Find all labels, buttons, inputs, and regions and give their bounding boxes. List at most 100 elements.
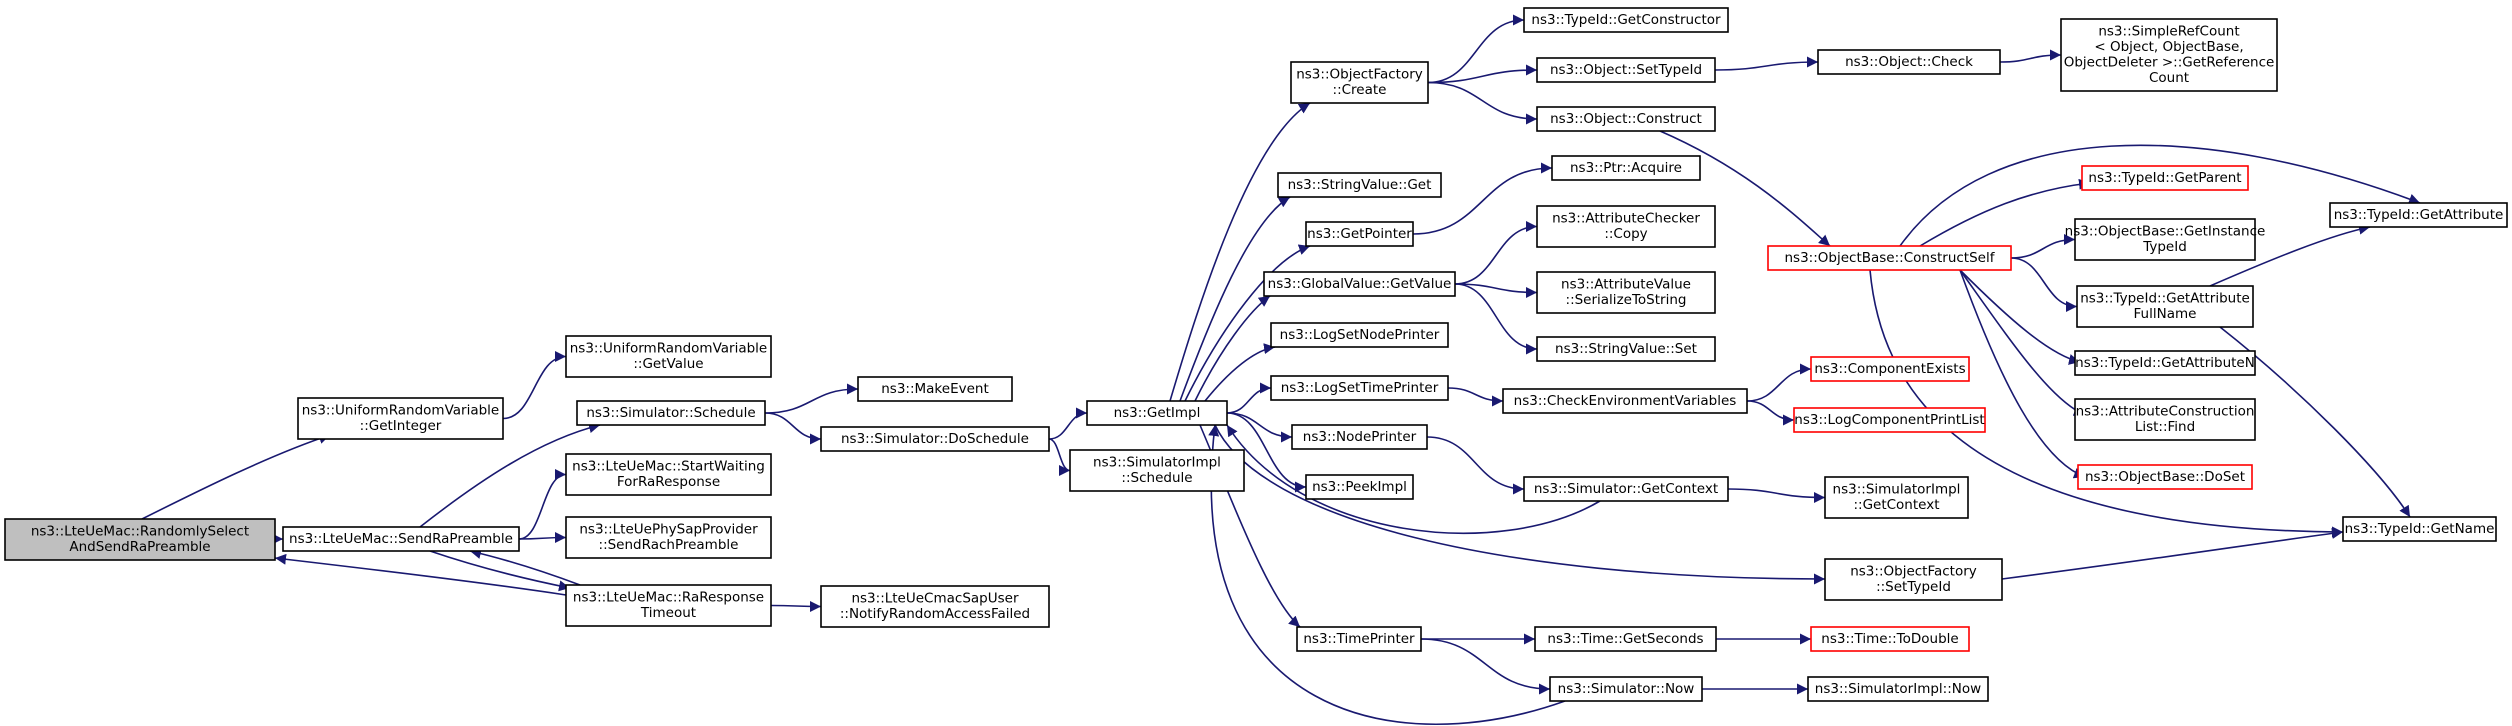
edge-objbase_constructself-to-typeid_getname [1869, 269, 2344, 538]
node-label: ns3::TypeId::GetAttribute [2080, 291, 2250, 307]
edge-ra_response_timeout-to-send_ra_preamble [469, 548, 581, 586]
node-label: FullName [2134, 306, 2197, 322]
node-label: ns3::ObjectBase::ConstructSelf [1785, 250, 1996, 266]
node-object-check[interactable]: ns3::Object::Check [1817, 49, 2001, 75]
node-label: ns3::GlobalValue::GetValue [1268, 276, 1452, 292]
node-log-component-printlist[interactable]: ns3::LogComponentPrintList [1793, 407, 1986, 433]
node-do-schedule[interactable]: ns3::Simulator::DoSchedule [820, 426, 1050, 452]
node-simimpl-schedule[interactable]: ns3::SimulatorImpl::Schedule [1069, 449, 1245, 492]
edge-ra_response_timeout-to-randomly_select [274, 553, 567, 596]
node-label: ForRaResponse [617, 474, 720, 490]
edge-get_impl-to-get_pointer [1184, 244, 1311, 402]
node-sim-schedule[interactable]: ns3::Simulator::Schedule [576, 400, 766, 426]
node-objbase-constructself[interactable]: ns3::ObjectBase::ConstructSelf [1767, 245, 2012, 271]
node-sim-getcontext[interactable]: ns3::Simulator::GetContext [1523, 476, 1729, 502]
node-peek-impl[interactable]: ns3::PeekImpl [1305, 474, 1414, 500]
node-randomly-select[interactable]: ns3::LteUeMac::RandomlySelectAndSendRaPr… [4, 518, 276, 561]
edge-do_schedule-to-get_impl [1048, 407, 1088, 440]
node-time-printer[interactable]: ns3::TimePrinter [1296, 626, 1422, 652]
node-objfactory-settypeid[interactable]: ns3::ObjectFactory::SetTypeId [1824, 558, 2003, 601]
node-typeid-getparent[interactable]: ns3::TypeId::GetParent [2081, 165, 2249, 191]
node-attrchecker-copy[interactable]: ns3::AttributeChecker::Copy [1536, 205, 1716, 248]
node-get-pointer[interactable]: ns3::GetPointer [1305, 221, 1414, 247]
node-urv-getvalue[interactable]: ns3::UniformRandomVariable::GetValue [565, 335, 772, 378]
node-time-getseconds[interactable]: ns3::Time::GetSeconds [1534, 626, 1717, 652]
edge-get_impl-to-objfactory_create [1169, 102, 1311, 402]
edge-objbase_constructself-to-typeid_getattribute [1899, 144, 2421, 247]
edge-sim_getcontext-to-get_impl [1226, 424, 1601, 535]
edge-node_printer-to-sim_getcontext [1426, 436, 1525, 495]
node-send-rach[interactable]: ns3::LteUePhySapProvider::SendRachPreamb… [565, 516, 772, 559]
node-label: TypeId [2142, 239, 2187, 255]
edge-objbase_constructself-to-attrconstructionlist_find [1959, 269, 2086, 416]
node-make-event[interactable]: ns3::MakeEvent [857, 376, 1013, 402]
node-label: ns3::LteUeMac::RandomlySelect [31, 524, 249, 540]
node-label: ns3::ObjectFactory [1296, 67, 1423, 83]
node-label: ns3::UniformRandomVariable [570, 341, 768, 357]
edge-ra_response_timeout-to-notify_failed [770, 600, 822, 612]
node-label: ns3::Simulator::DoSchedule [841, 431, 1029, 447]
edge-objfactory_settypeid-to-typeid_getname [2001, 527, 2344, 580]
node-label: ns3::GetPointer [1307, 226, 1412, 242]
node-typeid-getname[interactable]: ns3::TypeId::GetName [2342, 516, 2497, 542]
node-label: ns3::StringValue::Get [1288, 177, 1432, 193]
node-typeid-getattributen[interactable]: ns3::TypeId::GetAttributeN [2074, 350, 2256, 376]
node-objfactory-create[interactable]: ns3::ObjectFactory::Create [1290, 61, 1429, 104]
node-simplerefcount[interactable]: ns3::SimpleRefCount< Object, ObjectBase,… [2060, 18, 2278, 92]
node-log-set-node-printer[interactable]: ns3::LogSetNodePrinter [1270, 322, 1449, 348]
node-label: Timeout [640, 605, 696, 621]
node-urv-getinteger[interactable]: ns3::UniformRandomVariable::GetInteger [297, 397, 504, 440]
node-globalvalue-getvalue[interactable]: ns3::GlobalValue::GetValue [1263, 271, 1456, 297]
node-label: ns3::AttributeValue [1561, 277, 1691, 293]
node-object-settypeid[interactable]: ns3::Object::SetTypeId [1536, 57, 1716, 83]
node-get-impl[interactable]: ns3::GetImpl [1086, 400, 1228, 426]
edge-objfactory_create-to-object_construct [1427, 81, 1538, 125]
node-label: ns3::TypeId::GetName [2345, 521, 2495, 537]
node-objbase-doset[interactable]: ns3::ObjectBase::DoSet [2077, 464, 2253, 490]
edge-objfactory_create-to-object_settypeid [1427, 64, 1538, 84]
edge-objbase_constructself-to-objbase_doset [1959, 269, 2086, 479]
edge-time_printer-to-sim_now [1420, 638, 1551, 695]
node-label: ns3::SimulatorImpl [1833, 482, 1961, 498]
node-attrvalue-serialize[interactable]: ns3::AttributeValue::SerializeToString [1536, 271, 1716, 314]
edge-sim_now-to-get_impl [1208, 424, 1566, 726]
node-label: ns3::NodePrinter [1303, 429, 1417, 445]
node-simimpl-now[interactable]: ns3::SimulatorImpl::Now [1807, 676, 1989, 702]
node-label: ::SetTypeId [1876, 579, 1951, 595]
node-ptr-acquire[interactable]: ns3::Ptr::Acquire [1551, 155, 1701, 181]
node-time-todouble[interactable]: ns3::Time::ToDouble [1810, 626, 1970, 652]
node-stringvalue-set[interactable]: ns3::StringValue::Set [1536, 336, 1716, 362]
edge-object_construct-to-objbase_constructself [1659, 130, 1831, 247]
edge-get_impl-to-log_set_node_printer [1204, 343, 1276, 402]
node-label: ns3::PeekImpl [1312, 479, 1407, 495]
edge-get_impl-to-peek_impl [1226, 412, 1307, 493]
node-typeid-getconstructor[interactable]: ns3::TypeId::GetConstructor [1523, 7, 1729, 33]
node-sim-now[interactable]: ns3::Simulator::Now [1549, 676, 1703, 702]
edge-objbase_constructself-to-typeid_getparent [1919, 178, 2091, 247]
node-node-printer[interactable]: ns3::NodePrinter [1291, 424, 1428, 450]
node-label: ObjectDeleter >::GetReference [2064, 55, 2275, 71]
node-notify-failed[interactable]: ns3::LteUeCmacSapUser::NotifyRandomAcces… [820, 585, 1050, 628]
node-label: ns3::StringValue::Set [1555, 341, 1697, 357]
node-label: ns3::Object::SetTypeId [1550, 62, 1702, 78]
node-check-env[interactable]: ns3::CheckEnvironmentVariables [1502, 388, 1748, 414]
node-label: ns3::Time::GetSeconds [1547, 631, 1703, 647]
node-label: ns3::ObjectFactory [1850, 564, 1977, 580]
node-log-set-time-printer[interactable]: ns3::LogSetTimePrinter [1270, 375, 1449, 401]
node-stringvalue-get[interactable]: ns3::StringValue::Get [1277, 172, 1442, 198]
edge-send_ra_preamble-to-ra_response_timeout [429, 550, 571, 592]
node-component-exists[interactable]: ns3::ComponentExists [1810, 356, 1970, 382]
edge-randomly_select-to-urv_getinteger [141, 433, 331, 520]
node-send-ra-preamble[interactable]: ns3::LteUeMac::SendRaPreamble [282, 526, 520, 552]
node-label: ns3::Ptr::Acquire [1570, 160, 1682, 176]
node-object-construct[interactable]: ns3::Object::Construct [1536, 106, 1716, 132]
node-typeid-getattribute[interactable]: ns3::TypeId::GetAttribute [2329, 202, 2508, 228]
node-simimpl-getcontext[interactable]: ns3::SimulatorImpl::GetContext [1824, 476, 1969, 519]
node-label: ::Copy [1604, 226, 1647, 242]
